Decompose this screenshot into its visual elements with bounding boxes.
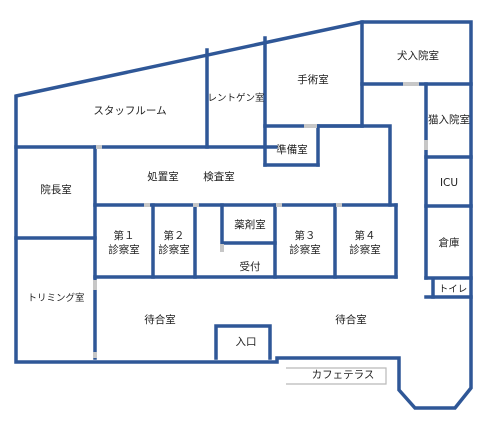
label-prep-room: 準備室 [276, 143, 308, 156]
label-cat-ward: 猫入院室 [428, 113, 470, 126]
label-icu: ICU [440, 177, 458, 189]
label-waiting-right: 待合室 [335, 313, 367, 326]
label-exam3-name: 診察室 [289, 243, 321, 256]
label-reception: 受付 [240, 260, 261, 273]
room-labels: スタッフルーム レントゲン室 手術室 犬入院室 猫入院室 準備室 院長室 処置室… [27, 49, 470, 381]
label-surgery-room: 手術室 [297, 73, 329, 86]
label-storage: 倉庫 [439, 236, 460, 249]
label-dog-ward: 犬入院室 [397, 49, 439, 62]
label-xray-room: レントゲン室 [207, 92, 264, 104]
label-waiting-left: 待合室 [144, 313, 176, 326]
label-cafe-terrace: カフェテラス [312, 369, 375, 381]
label-exam2-name: 診察室 [158, 243, 190, 256]
label-director-room: 院長室 [40, 183, 72, 196]
label-exam3-number: 第３ [295, 229, 316, 242]
label-treatment-room: 処置室 [147, 170, 179, 183]
doorways [93, 82, 428, 358]
label-exam1-number: 第１ [114, 229, 135, 242]
outer-walls [14, 20, 473, 410]
label-inspection-room: 検査室 [203, 170, 235, 183]
label-entrance: 入口 [236, 336, 257, 348]
label-trimming-room: トリミング室 [27, 292, 84, 304]
label-staff-room: スタッフルーム [93, 105, 166, 117]
interior-walls [14, 20, 473, 360]
label-exam1-name: 診察室 [108, 243, 140, 256]
label-exam4-name: 診察室 [349, 243, 381, 256]
label-toilet: トイレ [439, 284, 468, 295]
cafe-terrace-outline [286, 367, 387, 385]
label-exam4-number: 第４ [355, 229, 376, 242]
label-pharmacy: 薬剤室 [234, 218, 266, 231]
label-exam2-number: 第２ [164, 229, 185, 242]
